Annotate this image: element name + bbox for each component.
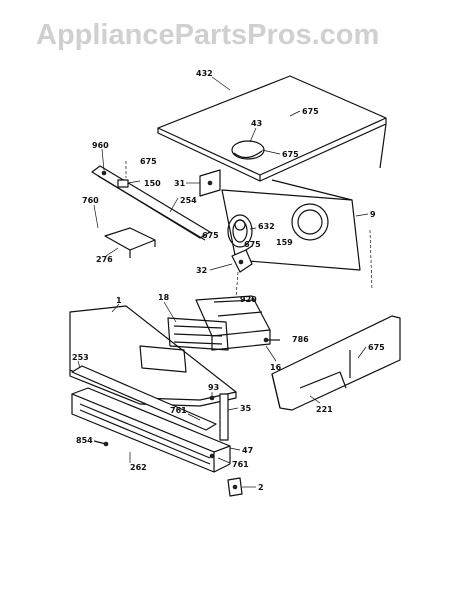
callout-254: 254 <box>180 196 197 205</box>
callout-43: 43 <box>251 119 262 128</box>
callout-675-ring: 675 <box>202 231 219 240</box>
screw-854-part <box>93 440 109 447</box>
bezel-262-part <box>71 387 231 473</box>
callout-47: 47 <box>242 446 253 455</box>
trim-35-part <box>209 393 229 441</box>
callout-32: 32 <box>196 266 207 275</box>
callout-159: 159 <box>276 238 293 247</box>
callout-675-switch: 675 <box>244 240 261 249</box>
callout-262: 262 <box>130 463 147 472</box>
callout-276: 276 <box>96 255 113 264</box>
watermark: AppliancePartsPros.com <box>36 19 379 51</box>
callout-9: 9 <box>370 210 376 219</box>
ring-632-part <box>227 214 253 248</box>
callout-761-upper: 761 <box>170 406 187 415</box>
rail-254-part <box>91 165 211 241</box>
bracket-276-part <box>104 227 156 258</box>
callout-221: 221 <box>316 405 333 414</box>
bracket-31-part <box>199 169 221 197</box>
callout-31: 31 <box>174 179 186 188</box>
side-bracket-221-part <box>271 315 401 411</box>
callout-16: 16 <box>270 363 282 372</box>
callout-761-lower: 761 <box>232 460 249 469</box>
callout-632: 632 <box>258 222 275 231</box>
callout-675-side: 675 <box>368 343 385 352</box>
callout-675-cover: 675 <box>282 150 299 159</box>
top-cover-part <box>157 75 387 182</box>
callout-432: 432 <box>196 69 213 78</box>
callout-920: 920 <box>240 295 257 304</box>
callout-1: 1 <box>116 296 122 305</box>
switch-32-part <box>231 245 253 273</box>
callout-854: 854 <box>76 436 93 445</box>
strip-253-part <box>71 365 217 431</box>
clip-2-part <box>227 477 243 497</box>
callout-675-rail: 675 <box>140 157 157 166</box>
screw-786-part <box>263 337 280 343</box>
callout-2: 2 <box>258 483 264 492</box>
callout-253: 253 <box>72 353 89 362</box>
callout-675-top: 675 <box>302 107 319 116</box>
callout-150: 150 <box>144 179 161 188</box>
control-board-part <box>195 295 271 351</box>
callout-960: 960 <box>92 141 109 150</box>
callout-18: 18 <box>158 293 170 302</box>
callout-93: 93 <box>208 383 219 392</box>
callout-786: 786 <box>292 335 309 344</box>
callout-35: 35 <box>240 404 252 413</box>
callout-760: 760 <box>82 196 99 205</box>
